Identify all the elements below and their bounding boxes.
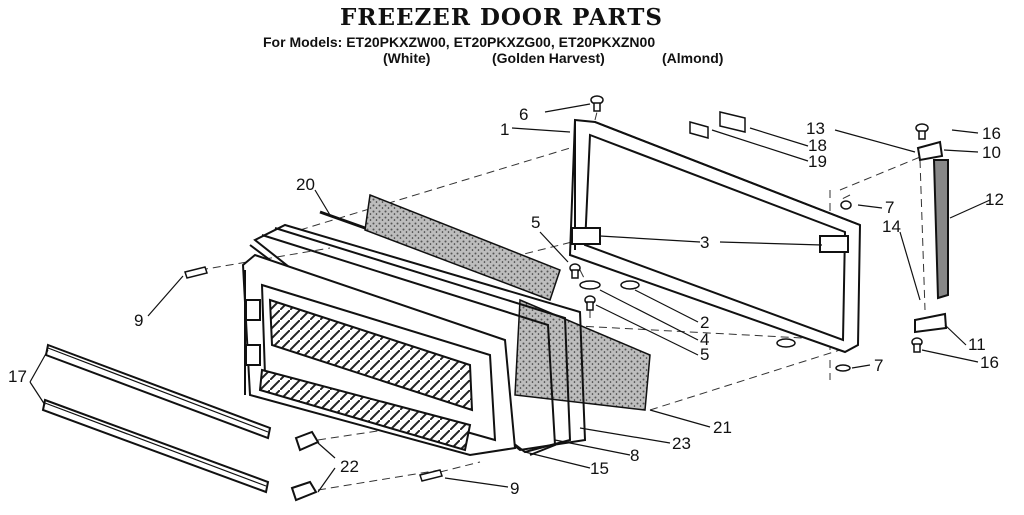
- door-liner: [241, 253, 517, 457]
- part-label-21: 21: [713, 418, 732, 437]
- part-label-18: 18: [808, 136, 827, 155]
- part-label-2: 2: [700, 313, 709, 332]
- rail-end-caps: [290, 430, 320, 502]
- title-block: FREEZER DOOR PARTS For Models: ET20PKXZW…: [0, 0, 1024, 70]
- page-title: FREEZER DOOR PARTS: [340, 4, 663, 31]
- part-label-16-top: 16: [982, 124, 1001, 143]
- part-label-3: 3: [700, 233, 709, 252]
- part-label-14: 14: [882, 217, 901, 236]
- leader-lines: [29, 103, 991, 493]
- models-line: For Models: ET20PKXZW00, ET20PKXZG00, ET…: [263, 34, 656, 50]
- color-white: (White): [383, 50, 431, 66]
- foam-insulation-back: [364, 193, 561, 301]
- part-label-19: 19: [808, 152, 827, 171]
- part-label-7-bottom: 7: [874, 356, 883, 375]
- part-label-22: 22: [340, 457, 359, 476]
- part-label-17: 17: [8, 367, 27, 386]
- bin-rails: [41, 343, 272, 494]
- part-label-5-top: 5: [531, 213, 540, 232]
- part-label-20: 20: [296, 175, 315, 194]
- part-label-1: 1: [500, 120, 509, 139]
- part-label-9-bottom: 9: [510, 479, 519, 498]
- part-label-8: 8: [630, 446, 639, 465]
- part-number-labels: 1 6 13 18 19 16 10 12 7 14 3 5 2 4 5 11 …: [8, 105, 1004, 498]
- part-label-23: 23: [672, 434, 691, 453]
- part-label-4: 4: [700, 330, 709, 349]
- part-label-16-bottom: 16: [980, 353, 999, 372]
- part-label-6: 6: [519, 105, 528, 124]
- part-label-13: 13: [806, 119, 825, 138]
- door-outer-panel: [568, 118, 862, 354]
- color-almond: (Almond): [662, 50, 724, 66]
- part-label-7-top: 7: [885, 198, 894, 217]
- part-label-15: 15: [590, 459, 609, 478]
- part-label-10: 10: [982, 143, 1001, 162]
- part-label-11: 11: [968, 335, 986, 354]
- hinge-cover-caps: [689, 111, 746, 139]
- part-label-5-bottom: 5: [700, 345, 709, 364]
- part-label-9-left: 9: [134, 311, 143, 330]
- gasket-retainer-strip: [319, 210, 366, 230]
- handle-trim-strip: [932, 159, 949, 300]
- hinge-bracket-top: [571, 227, 849, 253]
- part-label-12: 12: [985, 190, 1004, 209]
- hinge-parts: [914, 140, 948, 334]
- screws-and-washers: [184, 95, 929, 482]
- color-golden-harvest: (Golden Harvest): [492, 50, 605, 66]
